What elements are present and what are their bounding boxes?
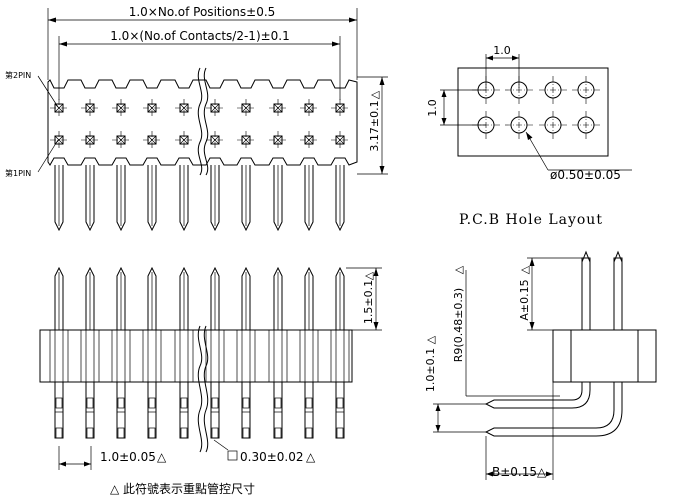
pin-section-dim-label: 0.30±0.02 — [240, 450, 304, 464]
a-key-mark: △ — [518, 265, 531, 274]
top-view: 1.0×No.of Positions±0.5 1.0×(No.of Conta… — [5, 5, 388, 232]
pcb-hole — [544, 81, 562, 99]
pin-marker — [304, 103, 314, 113]
front-pin-top — [54, 266, 64, 330]
side-body — [552, 329, 657, 383]
front-body — [39, 329, 353, 383]
pin-section-key-mark: △ — [306, 450, 316, 464]
overall-dim-label: 1.0×No.of Positions±0.5 — [129, 5, 276, 19]
pitch-dim-label: 1.0±0.05 — [100, 450, 156, 464]
pin-tail — [54, 165, 64, 232]
pin-marker — [116, 103, 126, 113]
front-pin-top — [335, 266, 345, 330]
a-dim-label: A±0.15 — [518, 279, 531, 320]
pin-tail — [273, 165, 283, 232]
b-dim-label: B±0.15 — [492, 465, 537, 479]
pcb-title: P.C.B Hole Layout — [459, 212, 603, 228]
pin-marker — [85, 103, 95, 113]
height-key-mark: △ — [368, 90, 381, 99]
front-view: 1.5±0.1 △ 1.0±0.05 △ 0.30±0.02 △ △ 此符號表示… — [39, 266, 382, 496]
side-view: A±0.15 △ R9(0.48±0.3) △ 1.0±0.1 △ B±0.15… — [424, 250, 657, 480]
r-dim-label: R9(0.48±0.3) — [452, 288, 465, 362]
front-pin-top — [116, 266, 126, 330]
row-dim-label: 1.0±0.1 — [424, 348, 437, 392]
height-dim-label: 3.17±0.1 — [368, 100, 381, 151]
top-pin-key-mark: △ — [362, 271, 375, 280]
b-key-mark: △ — [537, 465, 547, 479]
contacts-dim-label: 1.0×(No.of Contacts/2-1)±0.1 — [110, 29, 290, 43]
pin-tail — [179, 165, 189, 232]
pin-tail — [85, 165, 95, 232]
pin-marker — [147, 135, 157, 145]
front-pin-top — [241, 266, 251, 330]
r-key-mark: △ — [452, 265, 465, 274]
pcb-hole — [510, 116, 528, 134]
pitch-key-mark: △ — [157, 450, 167, 464]
pcb-outline — [457, 67, 609, 157]
pin-marker — [304, 135, 314, 145]
pin-marker — [335, 135, 345, 145]
pin-tail — [116, 165, 126, 232]
front-pin-top — [179, 266, 189, 330]
pcb-hole — [577, 116, 595, 134]
pcb-hole — [577, 81, 595, 99]
pin-marker — [147, 103, 157, 113]
pin-marker — [179, 135, 189, 145]
front-pin-top — [85, 266, 95, 330]
pin-marker — [241, 135, 251, 145]
pin-marker — [54, 135, 64, 145]
pin-marker — [210, 135, 220, 145]
pin-tail — [210, 165, 220, 232]
pcb-hole-layout: 1.0 1.0 ø0.50±0.05 P.C.B Hole Layout — [426, 44, 632, 228]
pin-marker — [116, 135, 126, 145]
pin-tail — [147, 165, 157, 232]
pin-marker — [85, 135, 95, 145]
front-pin-top — [304, 266, 314, 330]
pin-marker — [335, 103, 345, 113]
pin-marker — [241, 103, 251, 113]
pin-marker — [273, 103, 283, 113]
pin-tail — [304, 165, 314, 232]
pin-marker — [54, 103, 64, 113]
key-dim-note: △ 此符號表示重點管控尺寸 — [110, 481, 255, 496]
pin1-label: 第1PIN — [5, 168, 31, 178]
row-key-mark: △ — [424, 335, 437, 344]
housing-outline — [47, 79, 358, 166]
pin2-label: 第2PIN — [5, 70, 31, 80]
front-pin-top — [210, 266, 220, 330]
top-pin-dim-label: 1.5±0.1 — [362, 280, 375, 324]
pcb-pitch-x-label: 1.0 — [493, 44, 511, 57]
pin-tail — [241, 165, 251, 232]
hole-dim-label: ø0.50±0.05 — [550, 168, 621, 182]
front-pin-top — [273, 266, 283, 330]
pin-marker — [179, 103, 189, 113]
pcb-pitch-y-label: 1.0 — [426, 99, 439, 117]
front-pin-top — [147, 266, 157, 330]
pin-marker — [210, 103, 220, 113]
pcb-hole — [544, 116, 562, 134]
pin-marker — [273, 135, 283, 145]
pin-tail — [335, 165, 345, 232]
